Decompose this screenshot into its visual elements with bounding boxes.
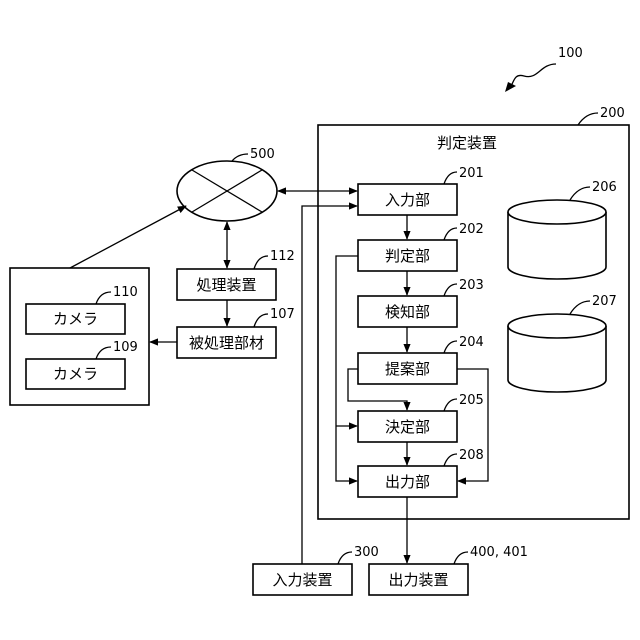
input-unit-ref: 201 — [459, 166, 484, 181]
judgment-device-leader — [578, 113, 598, 125]
camera-110-label: カメラ — [53, 310, 98, 328]
arrow-cameras-to-network — [70, 206, 186, 268]
workpiece-leader — [254, 314, 268, 327]
input-unit-label: 入力部 — [385, 191, 430, 209]
output-device-ref: 400, 401 — [470, 545, 528, 560]
camera-110-ref: 110 — [113, 285, 138, 300]
output-unit-ref: 208 — [459, 448, 484, 463]
storage-207-ref: 207 — [592, 294, 617, 309]
output-device-label: 出力装置 — [388, 571, 448, 589]
network-ref: 500 — [250, 147, 275, 162]
storage-207 — [508, 314, 606, 392]
decide-unit-ref: 205 — [459, 393, 484, 408]
system-ref-squiggle — [510, 64, 556, 88]
camera-109-ref: 109 — [113, 340, 138, 355]
input-device-ref: 300 — [354, 545, 379, 560]
judgment-device-ref: 200 — [600, 106, 625, 121]
processing-device-leader — [254, 256, 268, 269]
input-device-leader — [338, 552, 352, 564]
storage-206 — [508, 200, 606, 279]
workpiece-label: 被処理部材 — [189, 334, 264, 352]
workpiece-ref: 107 — [270, 307, 295, 322]
storage-206-ref: 206 — [592, 180, 617, 195]
judge-unit-ref: 202 — [459, 222, 484, 237]
processing-device-ref: 112 — [270, 249, 295, 264]
judgment-device-title: 判定装置 — [437, 134, 497, 152]
detect-unit-label: 検知部 — [385, 303, 430, 321]
camera-109-label: カメラ — [53, 365, 98, 383]
output-unit-label: 出力部 — [385, 473, 430, 491]
judge-unit-label: 判定部 — [385, 247, 430, 265]
network-leader — [232, 154, 248, 161]
processing-device-label: 処理装置 — [196, 276, 256, 294]
detect-unit-ref: 203 — [459, 278, 484, 293]
network-node — [177, 161, 277, 221]
propose-unit-label: 提案部 — [385, 360, 430, 378]
propose-unit-ref: 204 — [459, 335, 484, 350]
input-device-label: 入力装置 — [272, 571, 332, 589]
decide-unit-label: 決定部 — [385, 418, 430, 436]
system-ref-arrowhead — [505, 82, 516, 92]
system-ref-label: 100 — [558, 46, 583, 61]
output-device-leader — [454, 552, 468, 564]
